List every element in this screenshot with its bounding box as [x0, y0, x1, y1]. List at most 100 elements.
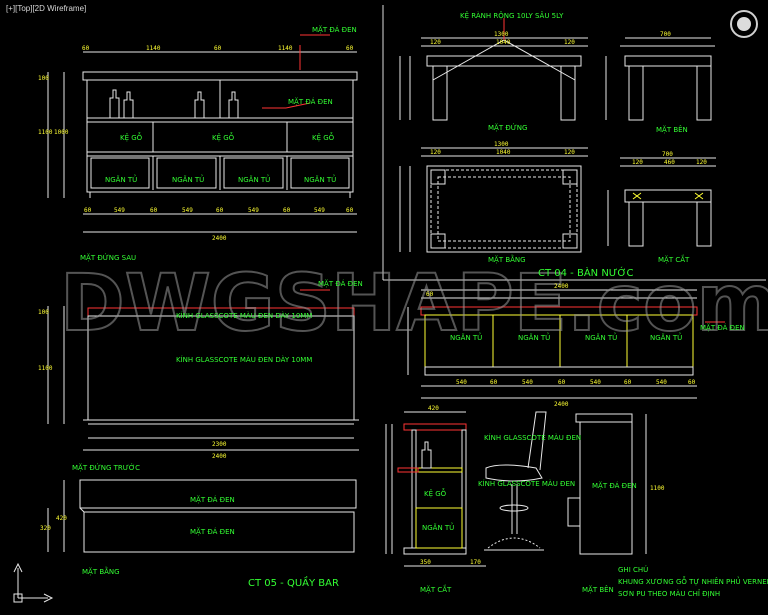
dim: 100 [38, 75, 49, 82]
dim: 2400 [212, 235, 227, 242]
bar-back-drawer-3: NGĂN TỦ [585, 332, 617, 342]
dim: 1300 [494, 141, 509, 148]
dim: 60 [216, 207, 224, 214]
rear-mid-label: MẶT ĐÁ ĐEN [288, 97, 333, 106]
table-side-elevation [605, 37, 715, 121]
dim: 320 [40, 525, 51, 532]
bar-side-elevation [567, 413, 647, 555]
dim: 60 [346, 45, 354, 52]
dim: 1140 [278, 45, 293, 52]
dim: 549 [114, 207, 125, 214]
bar-section-glass-2: KÍNH GLASSCOTE MÀU ĐEN [478, 479, 575, 488]
dim: 60 [426, 291, 434, 298]
dim: 549 [248, 207, 259, 214]
dim: 420 [56, 515, 67, 522]
bar-back-drawer-2: NGĂN TỦ [518, 332, 550, 342]
dim: 60 [214, 45, 222, 52]
watermark: DWGSHAPE.com [60, 259, 768, 349]
bar-back-drawer-4: NGĂN TỦ [650, 332, 682, 342]
rear-elevation [47, 34, 358, 233]
dim: 549 [182, 207, 193, 214]
dim: 540 [656, 379, 667, 386]
table-plan-label: MẶT BẰNG [488, 254, 526, 264]
dim: 2400 [554, 401, 569, 408]
front-glass-label-2: KÍNH GLASSCOTE MÀU ĐEN DÀY 10MM [176, 355, 312, 364]
dim: 1100 [650, 485, 665, 492]
table-front-elevation [399, 18, 588, 121]
dim: 2400 [554, 283, 569, 290]
bottle-icon [109, 89, 120, 119]
dim: 60 [558, 379, 566, 386]
plan-label: MẶT BẰNG [82, 566, 120, 576]
front-glass-label-1: KÍNH GLASSCOTE MÀU ĐEN DÀY 10MM [176, 311, 312, 320]
dim: 100 [38, 309, 49, 316]
bar-back-elevation [407, 289, 725, 399]
dim: 2300 [212, 441, 227, 448]
dim: 540 [522, 379, 533, 386]
ucs-axis-icon [13, 562, 54, 603]
viewport-controls-label[interactable]: [+][Top][2D Wireframe] [4, 3, 89, 14]
dim: 1100 [38, 129, 53, 136]
front-top-label: MẶT ĐÁ ĐEN [318, 279, 363, 288]
bar-section-glass-1: KÍNH GLASSCOTE MÀU ĐEN [484, 433, 581, 442]
bottle-icon [123, 91, 134, 119]
dim: 1300 [494, 31, 509, 38]
bar-side-top-label: MẶT ĐÁ ĐEN [592, 481, 637, 490]
bar-plan [47, 479, 357, 553]
rear-shelf-mid: KỆ GỖ [212, 132, 235, 142]
bar-side-label: MẶT BÊN [582, 585, 614, 594]
front-elevation [47, 289, 359, 451]
dim: 1140 [146, 45, 161, 52]
rear-shelf-right: KỆ GỖ [312, 132, 335, 142]
table-plan [399, 147, 588, 253]
view-cube-icon[interactable] [730, 10, 758, 38]
bar-back-top-label: MẶT ĐÁ ĐEN [700, 323, 745, 332]
rear-shelf-left: KỆ GỖ [120, 132, 143, 142]
dim: 120 [430, 149, 441, 156]
rear-elevation-label: MẶT ĐỨNG SAU [80, 253, 136, 262]
plan-top-label: MẶT ĐÁ ĐEN [190, 495, 235, 504]
bottle-icon [194, 91, 205, 119]
notes-line-1: KHUNG XƯƠNG GỖ TỰ NHIÊN PHỦ VERNEER [618, 576, 768, 586]
bar-section-label: MẶT CẮT [420, 584, 452, 594]
table-title: CT 04 - BÀN NƯỚC [538, 266, 634, 279]
dim: 1040 [496, 39, 511, 46]
dim: 1100 [38, 365, 53, 372]
bar-back-drawer-1: NGĂN TỦ [450, 332, 482, 342]
dim: 120 [564, 39, 575, 46]
dim: 549 [314, 207, 325, 214]
table-section [607, 157, 716, 247]
dim: 540 [456, 379, 467, 386]
rear-drawer-3: NGĂN TỦ [238, 174, 270, 184]
dim: 700 [660, 31, 671, 38]
table-side-label: MẶT BÊN [656, 125, 688, 134]
dim: 120 [632, 159, 643, 166]
front-elevation-label: MẶT ĐỨNG TRƯỚC [72, 463, 140, 472]
rear-top-label: MẶT ĐÁ ĐEN [312, 25, 357, 34]
table-header-note: KỆ RÀNH RỘNG 10LY SÂU 5LY [460, 11, 564, 20]
dim: 350 [420, 559, 431, 566]
dim: 460 [664, 159, 675, 166]
dim: 120 [564, 149, 575, 156]
bottle-icon [228, 91, 239, 119]
dim: 700 [662, 151, 673, 158]
bar-section [385, 411, 547, 567]
dim: 60 [346, 207, 354, 214]
dim: 60 [150, 207, 158, 214]
dim: 60 [490, 379, 498, 386]
dim: 1040 [496, 149, 511, 156]
dim: 170 [470, 559, 481, 566]
dim: 60 [84, 207, 92, 214]
bar-section-drawer: NGĂN TỦ [422, 522, 454, 532]
dim: 120 [696, 159, 707, 166]
dim: 420 [428, 405, 439, 412]
plan-body-label: MẶT ĐÁ ĐEN [190, 527, 235, 536]
dim: 60 [82, 45, 90, 52]
bar-title: CT 05 - QUẦY BAR [248, 575, 339, 589]
dim: 60 [283, 207, 291, 214]
table-section-label: MẶT CẮT [658, 254, 690, 264]
notes-title: GHI CHÚ [618, 565, 648, 574]
bar-stool-icon [484, 411, 547, 551]
dim: 540 [590, 379, 601, 386]
